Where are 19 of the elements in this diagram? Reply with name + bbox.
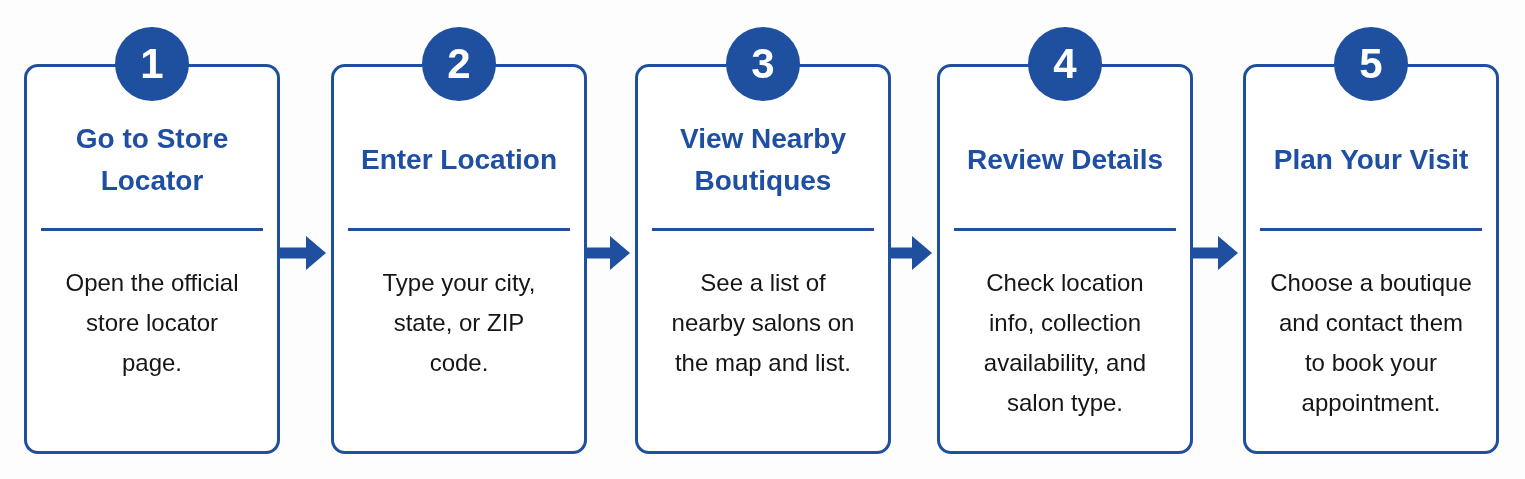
- step-number: 4: [1053, 43, 1077, 85]
- arrow: [586, 236, 630, 270]
- step-description: Check location info, collection availability, and salon type.: [982, 268, 1148, 418]
- step-title: Review Details: [966, 143, 1164, 177]
- step-number: 2: [447, 43, 471, 85]
- step-number: 3: [751, 43, 775, 85]
- step-description: See a list of nearby salons on the map and list.: [670, 268, 856, 378]
- step-title: Go to Store Locator: [74, 122, 230, 198]
- arrow: [279, 236, 326, 270]
- step-number: 5: [1359, 43, 1383, 85]
- step-description: Type your city, state, or ZIP code.: [381, 268, 537, 378]
- step-number: 1: [140, 43, 164, 85]
- step-description: Open the official store locator page.: [64, 268, 240, 378]
- step-title: Plan Your Visit: [1273, 143, 1469, 177]
- step-title: Enter Location: [361, 143, 557, 177]
- arrow: [1192, 236, 1238, 270]
- arrow: [890, 236, 932, 270]
- step-description: Choose a boutique and contact them to book your appointment.: [1269, 268, 1473, 418]
- step-title: View Nearby Boutiques: [679, 122, 847, 198]
